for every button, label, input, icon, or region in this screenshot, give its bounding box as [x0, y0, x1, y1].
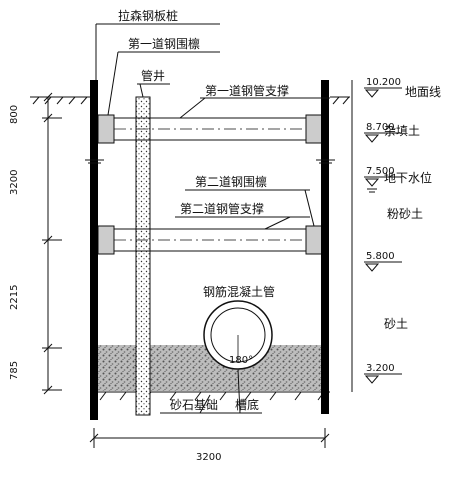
soil-groundwater: 地下水位	[384, 170, 432, 185]
second-waling-right	[305, 225, 323, 255]
pipe-angle-label: 180°	[229, 355, 253, 366]
dim-3200-bottom: 3200	[196, 452, 221, 463]
first-waling-label: 第一道钢围檩	[128, 36, 200, 51]
gravel-base-label: 砂石基础	[170, 398, 218, 412]
well-pipe	[135, 96, 151, 416]
second-waling-left	[97, 225, 115, 255]
dim-800: 800	[9, 105, 20, 124]
soil-ground-line: 地面线	[405, 85, 441, 99]
bottom-dimension	[89, 428, 330, 448]
second-steel-strut	[114, 228, 306, 252]
water-marker-right	[316, 159, 335, 164]
second-waling-label: 第二道钢围檩	[195, 174, 267, 189]
leader-lines	[95, 23, 330, 414]
elev-5800: 5.800	[366, 251, 395, 262]
well-pipe-label: 管井	[141, 68, 165, 83]
concrete-pipe	[203, 300, 273, 370]
sheet-pile-label: 拉森钢板桩	[118, 8, 178, 23]
right-elevation-axis	[351, 80, 402, 392]
first-waling-left	[97, 114, 115, 144]
first-steel-strut	[114, 117, 306, 141]
concrete-pipe-label: 钢筋混凝土管	[203, 284, 275, 299]
soil-silty-sand: 粉砂土	[387, 207, 423, 221]
soil-sand: 砂土	[384, 317, 408, 331]
dim-785: 785	[9, 361, 20, 380]
left-dimension-chain	[42, 92, 62, 395]
elev-8700: 8.700	[366, 122, 395, 133]
soil-fill: 杂填土	[384, 124, 420, 138]
ground-hatch-right	[330, 96, 350, 105]
first-strut-label: 第一道钢管支撑	[205, 83, 289, 98]
water-marker-left	[85, 159, 104, 164]
ground-hatch-left	[30, 96, 90, 105]
second-strut-label: 第二道钢管支撑	[180, 201, 264, 216]
dim-2215: 2215	[9, 285, 20, 310]
sheet-pile-right	[321, 80, 329, 414]
dim-3200-left: 3200	[9, 170, 20, 195]
trench-bottom-label: 槽底	[235, 397, 259, 412]
sheet-pile-left	[90, 80, 98, 420]
elev-7500: 7.500	[366, 166, 395, 177]
first-waling-right	[305, 114, 323, 144]
elev-3200: 3.200	[366, 363, 395, 374]
elev-10200: 10.200	[366, 77, 401, 88]
